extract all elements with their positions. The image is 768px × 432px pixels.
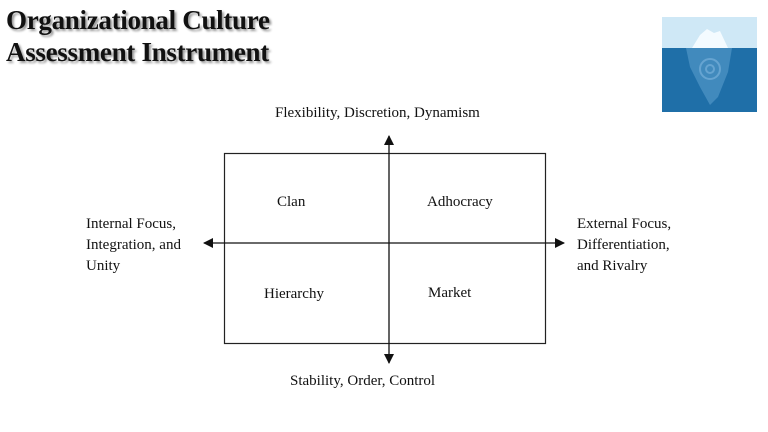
axis-label-left-line: Internal Focus,: [86, 216, 176, 232]
quadrant-box: [223, 152, 547, 345]
slide-title: Organizational Culture Assessment Instru…: [6, 4, 270, 68]
quadrant-hierarchy: Hierarchy: [264, 286, 324, 302]
iceberg-icon: [662, 17, 757, 112]
axis-label-left-line: Unity: [86, 258, 121, 274]
quadrant-market: Market: [428, 285, 472, 301]
title-line-2: Assessment Instrument: [6, 37, 269, 67]
title-line-1: Organizational Culture: [6, 5, 270, 35]
axis-label-top: Flexibility, Discretion, Dynamism: [275, 105, 480, 121]
axis-label-right-line: External Focus,: [577, 216, 672, 232]
quadrant-clan: Clan: [277, 194, 306, 210]
axis-label-right-line: Differentiation,: [577, 237, 670, 253]
quadrant-adhocracy: Adhocracy: [427, 194, 493, 210]
axis-label-left: Internal Focus, Integration, and Unity: [86, 214, 181, 277]
axis-label-left-line: Integration, and: [86, 237, 181, 253]
axis-label-right-line: and Rivalry: [577, 258, 648, 274]
axis-label-right: External Focus, Differentiation, and Riv…: [577, 214, 671, 277]
axis-label-bottom: Stability, Order, Control: [290, 373, 436, 389]
